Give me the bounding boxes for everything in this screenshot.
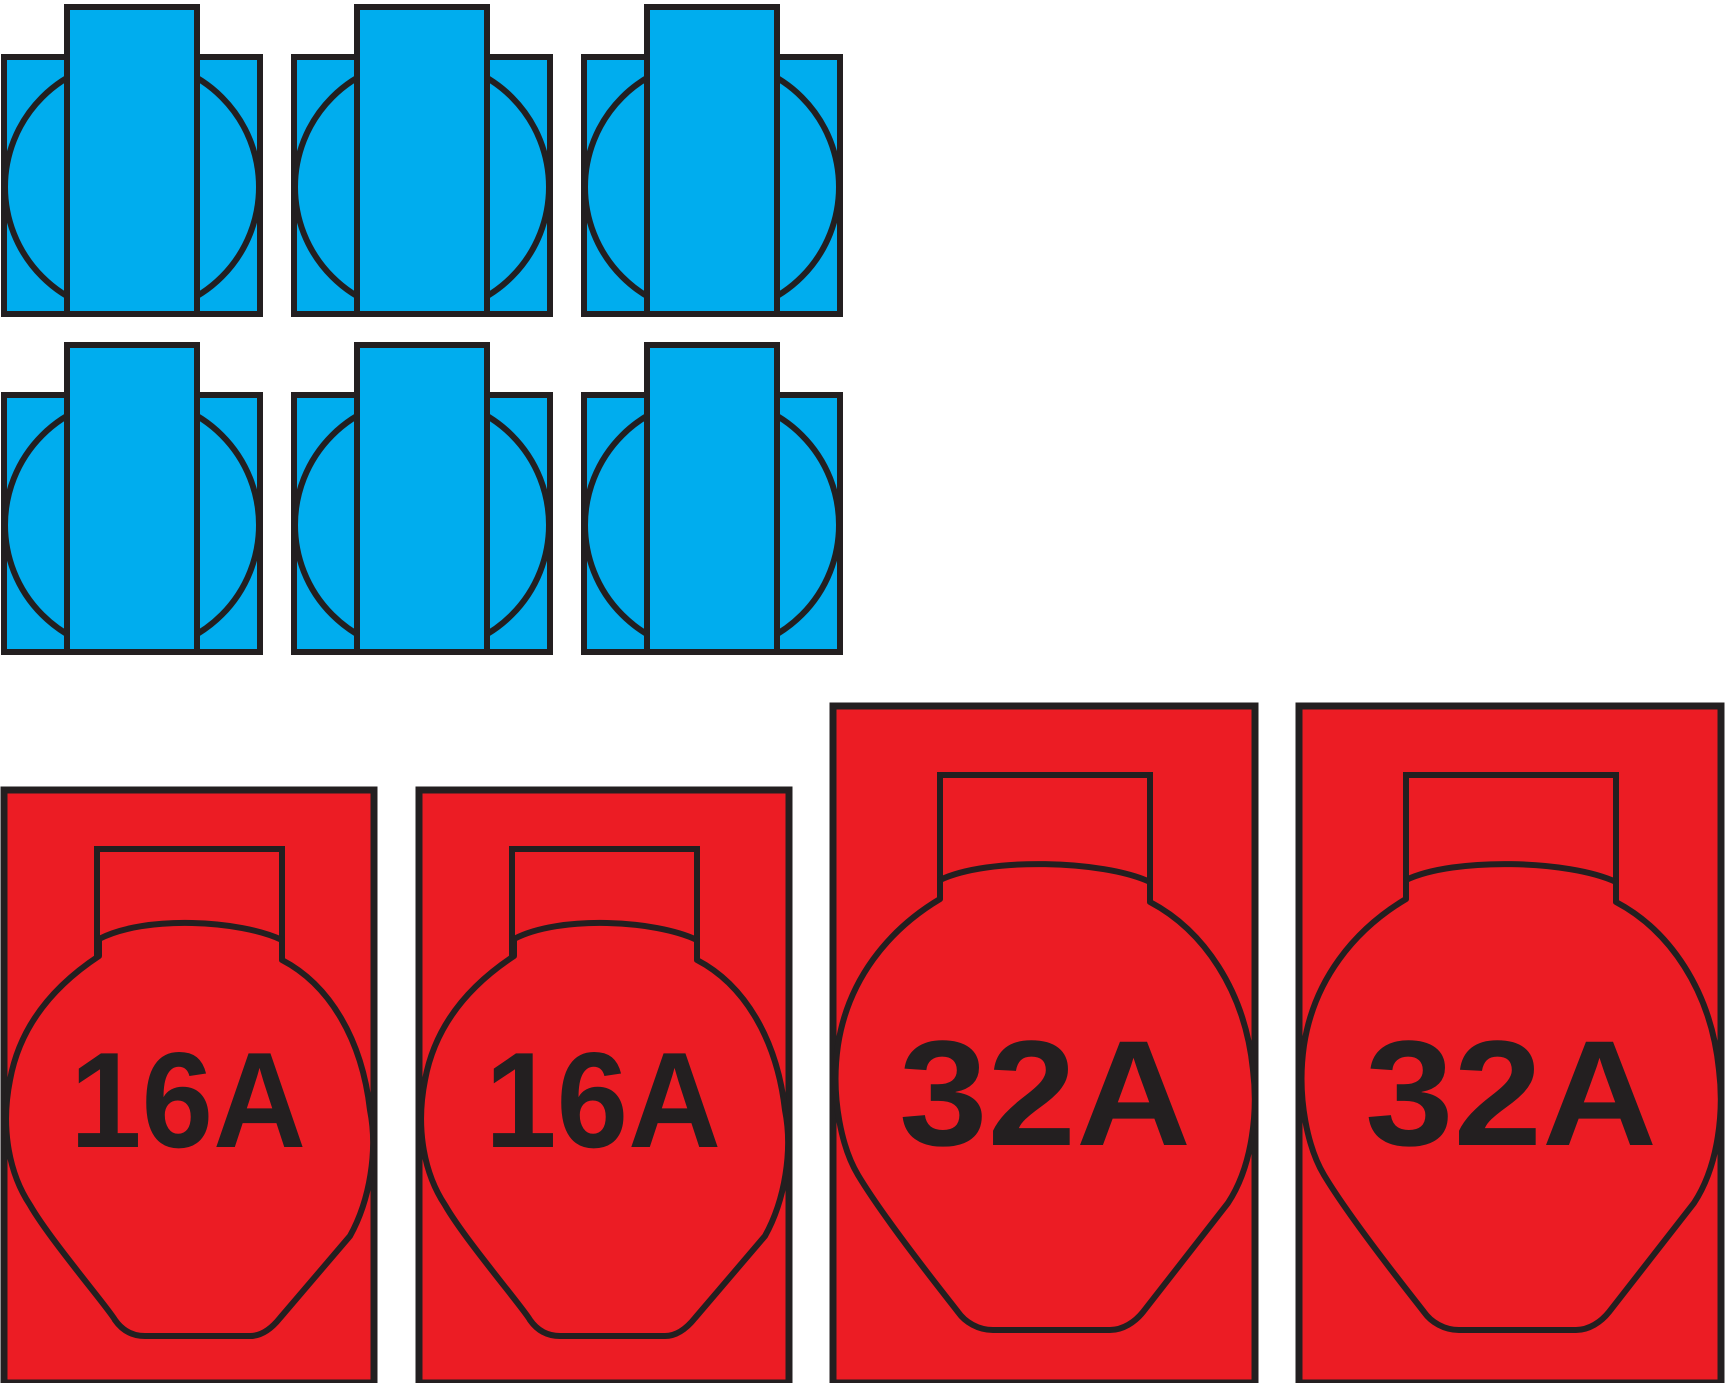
schuko-socket-icon xyxy=(581,342,843,655)
schuko-socket-icon xyxy=(1,342,263,655)
schuko-socket-icon xyxy=(291,4,553,317)
rating-label: 32A xyxy=(1365,1009,1657,1177)
cee-socket-16a: 16A xyxy=(0,786,378,1383)
rating-label: 32A xyxy=(899,1009,1191,1177)
cee-socket-32a: 32A xyxy=(829,702,1259,1383)
cee-socket-16a: 16A xyxy=(415,786,793,1383)
schuko-socket-icon xyxy=(1,4,263,317)
schuko-socket-icon xyxy=(291,342,553,655)
cee-socket-32a: 32A xyxy=(1295,702,1725,1383)
rating-label: 16A xyxy=(485,1024,721,1176)
schuko-socket-icon xyxy=(581,4,843,317)
rating-label: 16A xyxy=(70,1024,306,1176)
